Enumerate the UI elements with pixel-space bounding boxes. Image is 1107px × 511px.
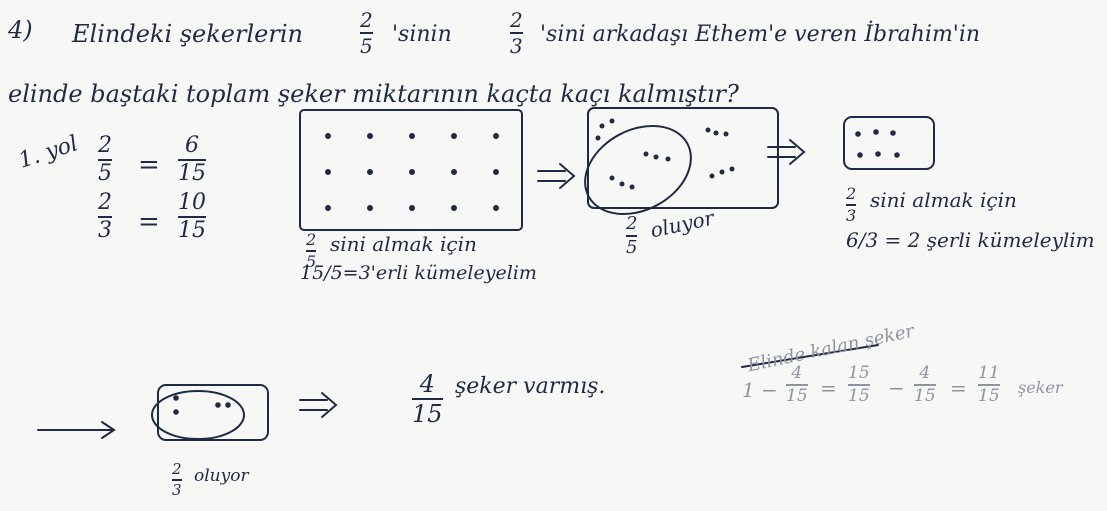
set2-dot — [730, 167, 735, 172]
set4-dot — [173, 409, 179, 415]
set1-dot — [451, 205, 457, 211]
set2-dot — [710, 174, 715, 179]
set2-dot — [666, 157, 671, 162]
set4-dot — [215, 402, 221, 408]
set2-dot — [724, 132, 729, 137]
right-minus: − — [888, 376, 905, 400]
set2-dot — [644, 152, 649, 157]
right-tail: şeker — [1018, 378, 1063, 397]
set1-dot — [325, 169, 331, 175]
set1-dot — [409, 133, 415, 139]
set2-dot — [600, 124, 605, 129]
right-eq-b: = — [950, 376, 967, 400]
set1-dot — [367, 169, 373, 175]
right-one-minus: 1 − — [742, 378, 778, 402]
implies-arrow-3 — [300, 393, 336, 417]
implies-arrow-2 — [768, 140, 804, 164]
set1-dot — [325, 133, 331, 139]
set4-dot — [173, 395, 179, 401]
set1-dot — [493, 169, 499, 175]
set1-caption: sini almak için — [330, 232, 477, 256]
set1-dot — [493, 205, 499, 211]
set3-dot — [894, 152, 900, 158]
set2-dot — [714, 131, 719, 136]
set1-dot — [451, 133, 457, 139]
set4-circle — [152, 391, 244, 439]
set3-dot — [873, 129, 879, 135]
set3-box — [844, 117, 934, 169]
set1-dot — [367, 205, 373, 211]
set1-dot — [367, 133, 373, 139]
set2-dot — [610, 176, 615, 181]
set1-dot — [325, 205, 331, 211]
set4-caption: oluyor — [194, 466, 249, 486]
set1-dot — [493, 133, 499, 139]
set4-dot — [225, 402, 231, 408]
result-text: şeker varmış. — [455, 374, 605, 399]
set2-box — [588, 108, 778, 208]
set2-dot — [654, 155, 659, 160]
set3-dot — [890, 130, 896, 136]
set1-caption-line2: 15/5=3'erli kümeleyelim — [300, 262, 537, 284]
set1-dot — [451, 169, 457, 175]
set2-dot — [630, 185, 635, 190]
implies-arrow-1 — [538, 164, 574, 188]
set1-dot — [409, 169, 415, 175]
left-arrow — [38, 422, 114, 438]
set3-dot — [855, 131, 861, 137]
set3-caption-line2: 6/3 = 2 şerli kümeleylim — [846, 228, 1095, 252]
set2-dot — [706, 128, 711, 133]
set2-dot — [720, 170, 725, 175]
set3-dot — [857, 152, 863, 158]
right-eq-a: = — [820, 376, 837, 400]
set2-dot — [620, 182, 625, 187]
set2-dot — [610, 119, 615, 124]
set3-caption: sini almak için — [870, 188, 1017, 212]
set1-dot — [409, 205, 415, 211]
set3-dot — [875, 151, 881, 157]
set2-dot — [596, 136, 601, 141]
